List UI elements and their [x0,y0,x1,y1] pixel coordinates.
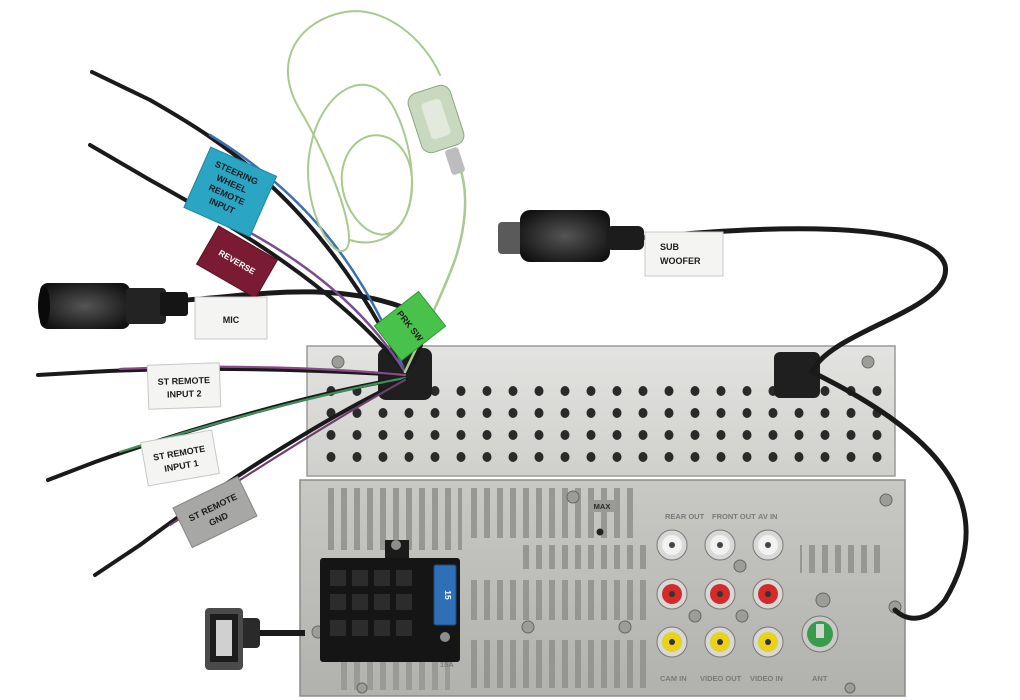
rca-white-front[interactable] [704,529,736,561]
fuse-amp-label: 15A [440,660,454,669]
rear-out-label: REAR OUT [665,512,705,521]
tag-mic: MIC [194,296,268,340]
usb-port-icon [216,620,232,656]
iso-harness-connector[interactable] [320,540,460,662]
tag-steering-wheel-remote-input: STEERING WHEEL REMOTE INPUT [183,146,278,238]
tag-prk-sw: PRK SW [373,290,447,362]
tag-st2-line1: ST REMOTE [157,375,210,387]
tag-sub-line1: SUB [660,242,680,252]
tag-st-remote-gnd: ST REMOTE GND [172,475,258,549]
tag-subwoofer: SUB WOOFER [644,231,724,277]
fuse: 15 [433,564,457,642]
front-out-label: FRONT OUT [712,512,756,521]
rca-yellow-cam-in[interactable] [656,626,688,658]
video-out-label: VIDEO OUT [700,674,742,683]
rca-yellow-video-out[interactable] [704,626,736,658]
rca-jacks [656,529,784,658]
wire-grommet-right [774,352,820,398]
panel-printed-labels: REAR OUT FRONT OUT AV IN CAM IN VIDEO OU… [440,512,828,683]
rca-white-rear[interactable] [656,529,688,561]
usb-plug[interactable] [205,608,305,670]
fuse-rating: 15 [443,590,453,600]
inline-fuse-holder [407,84,465,175]
tag-sub-line2: WOOFER [660,256,701,266]
tag-st-remote-input-1: ST REMOTE INPUT 1 [140,429,220,487]
subwoofer-rca-plug[interactable] [498,210,644,262]
mic-jack-plug[interactable] [38,283,188,329]
antenna-jack[interactable] [801,615,839,653]
cam-in-label: CAM IN [660,674,687,683]
av-in-label: AV IN [758,512,777,521]
tag-reverse: REVERSE [195,225,279,299]
rca-red-front[interactable] [704,578,736,610]
tag-st-remote-input-2: ST REMOTE INPUT 2 [146,362,222,410]
rca-white-av-in[interactable] [752,529,784,561]
rca-red-av-in[interactable] [752,578,784,610]
ant-label: ANT [812,674,828,683]
video-in-label: VIDEO IN [750,674,783,683]
rca-yellow-video-in[interactable] [752,626,784,658]
tag-mic-text: MIC [223,315,240,325]
rca-red-rear[interactable] [656,578,688,610]
max-stamp: MAX [594,502,611,511]
tag-st2-line2: INPUT 2 [167,388,202,399]
upper-chassis [306,345,896,477]
